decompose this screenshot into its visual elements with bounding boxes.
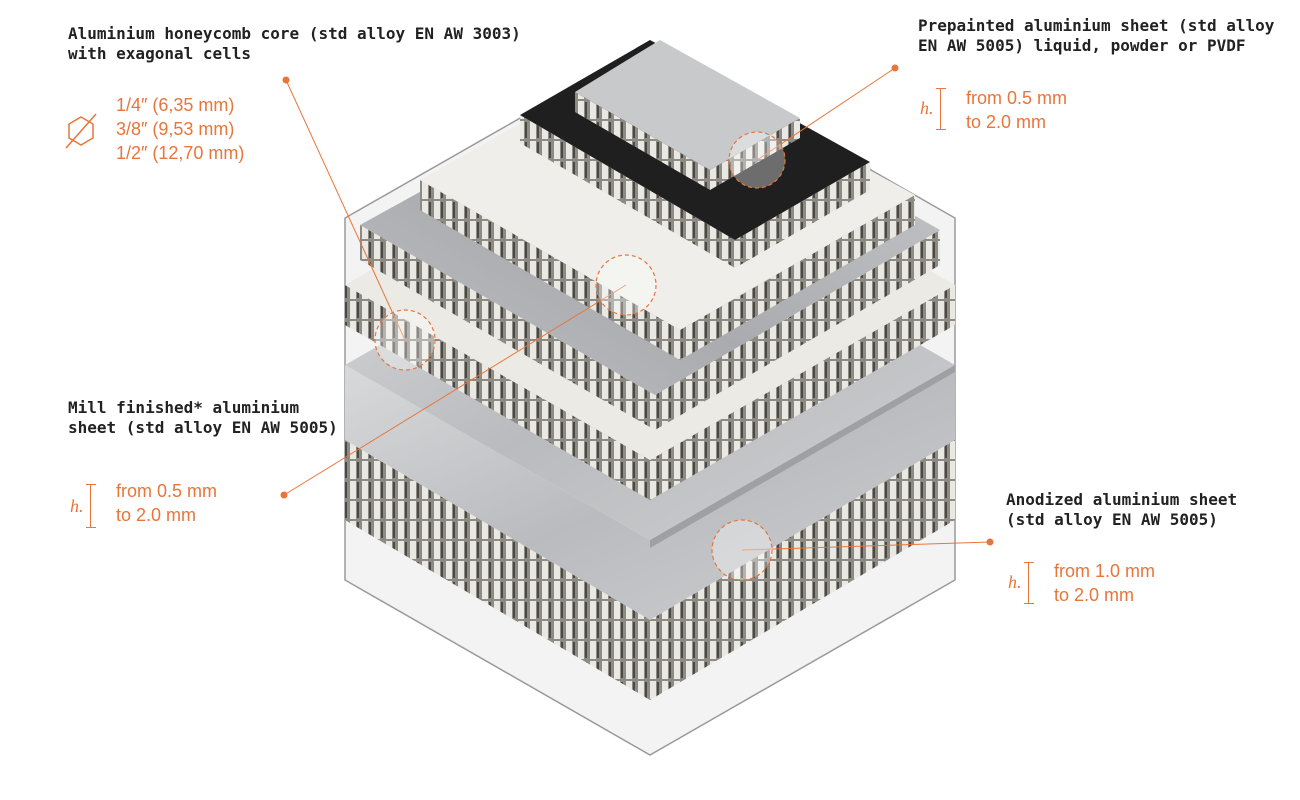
mill-detail-circle xyxy=(595,254,657,316)
anodized-h-label: h. xyxy=(1008,572,1022,592)
prepainted-range: from 0.5 mm to 2.0 mm xyxy=(966,86,1067,134)
anodized-title-line-2: (std alloy EN AW 5005) xyxy=(1006,510,1218,529)
prepainted-title-line-1: Prepainted aluminium sheet (std alloy xyxy=(918,16,1275,35)
core-detail-circle xyxy=(374,309,436,371)
anodized-title: Anodized aluminium sheet (std alloy EN A… xyxy=(1006,490,1237,530)
mill-thickness-bar xyxy=(86,484,96,528)
anodized-range-min: from 1.0 mm xyxy=(1054,561,1156,581)
prepainted-thickness-bar xyxy=(936,88,946,130)
leader-lines xyxy=(283,67,991,551)
prepainted-detail-circle xyxy=(728,131,786,189)
mill-title: Mill finished* aluminium sheet (std allo… xyxy=(68,398,338,438)
anodized-thickness-bar xyxy=(1024,562,1034,604)
mill-range: from 0.5 mm to 2.0 mm xyxy=(116,479,217,527)
anodized-range: from 1.0 mm to 2.0 mm xyxy=(1054,559,1155,607)
anodized-detail-circle xyxy=(711,519,773,581)
core-title: Aluminium honeycomb core (std alloy EN A… xyxy=(68,24,521,64)
anodized-title-line-1: Anodized aluminium sheet xyxy=(1006,490,1238,509)
mill-title-line-1: Mill finished* aluminium xyxy=(68,398,300,417)
mill-range-max: to 2.0 mm xyxy=(116,505,197,525)
hexagon-diameter-icon xyxy=(65,113,97,149)
cell-size-3: 1/2″ (12,70 mm) xyxy=(116,143,245,163)
panel-stack xyxy=(345,40,955,700)
core-title-line-1: Aluminium honeycomb core (std alloy EN A… xyxy=(68,24,521,43)
core-cell-sizes: 1/4″ (6,35 mm) 3/8″ (9,53 mm) 1/2″ (12,7… xyxy=(116,93,244,165)
leader-dots xyxy=(280,64,994,546)
prepainted-range-min: from 0.5 mm xyxy=(966,88,1068,108)
anodized-range-max: to 2.0 mm xyxy=(1054,585,1135,605)
detail-circles xyxy=(374,131,786,581)
prepainted-title-line-2: EN AW 5005) liquid, powder or PVDF xyxy=(918,36,1246,55)
cell-size-2: 3/8″ (9,53 mm) xyxy=(116,119,235,139)
cell-size-1: 1/4″ (6,35 mm) xyxy=(116,95,235,115)
core-title-line-2: with exagonal cells xyxy=(68,44,252,63)
mill-range-min: from 0.5 mm xyxy=(116,481,218,501)
mill-title-line-2: sheet (std alloy EN AW 5005) xyxy=(68,418,338,437)
prepainted-h-label: h. xyxy=(920,98,934,118)
prepainted-range-max: to 2.0 mm xyxy=(966,112,1047,132)
prepainted-title: Prepainted aluminium sheet (std alloy EN… xyxy=(918,16,1274,56)
mill-h-label: h. xyxy=(70,496,84,516)
